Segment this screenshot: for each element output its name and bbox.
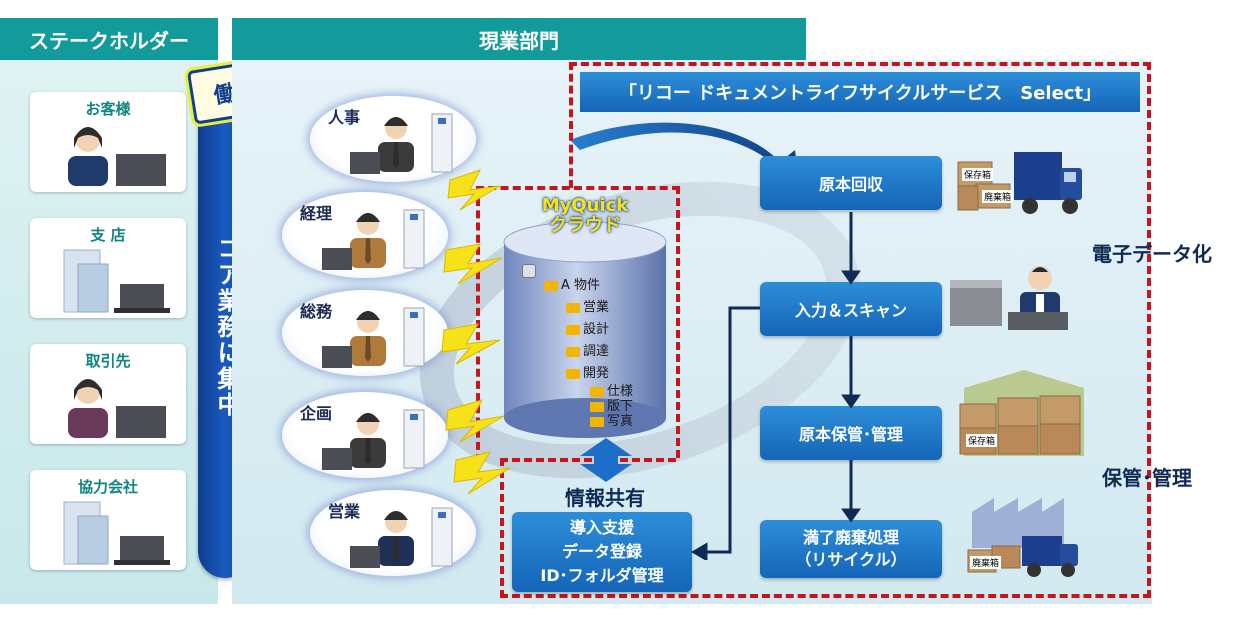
- tree-node-label: 調達: [583, 344, 610, 359]
- office-worker-icon: [322, 409, 425, 470]
- scanner-icon: [950, 266, 1068, 330]
- cloud-title-line2: クラウド: [549, 215, 621, 236]
- tree-leaf: 仕様: [590, 380, 633, 399]
- truck-illustration: 保存箱 廃棄箱: [956, 140, 1086, 224]
- step-disposal: 満了廃棄処理 （リサイクル）: [760, 520, 942, 578]
- support-frame-top: [500, 458, 676, 462]
- tree-leaf-label: 写真: [607, 414, 634, 429]
- stakeholder-card-label: 支 店: [90, 226, 126, 244]
- step-disposal-line1: 満了廃棄処理: [802, 528, 899, 547]
- digitize-label: 電子データ化: [1092, 242, 1212, 266]
- scanner-illustration: [948, 262, 1074, 334]
- box-tag: 保存箱: [962, 168, 994, 181]
- folder-tree: A 物件 営業 設計 調達 開発 仕様 版下 写真: [518, 264, 658, 429]
- stakeholder-card: 支 店: [30, 218, 186, 318]
- step-collect: 原本回収: [760, 156, 942, 210]
- dept-bubble-label: 企画: [300, 404, 333, 423]
- step-storage: 原本保管･管理: [760, 406, 942, 460]
- folder-icon: [590, 401, 604, 412]
- tree-node: 開発: [566, 362, 609, 381]
- folder-icon: [590, 416, 604, 427]
- flow-arrows: [691, 212, 861, 560]
- office-worker-icon: [322, 209, 425, 270]
- step-disposal-line2: （リサイクル）: [795, 550, 907, 569]
- truck-icon: [957, 152, 1082, 214]
- folder-icon: [566, 302, 580, 313]
- tree-leaf: 写真: [590, 410, 633, 429]
- tree-node-label: 開発: [583, 366, 610, 381]
- folder-icon: [566, 368, 580, 379]
- folder-icon: [590, 386, 604, 397]
- dept-bubble-label: 総務: [300, 302, 333, 321]
- tree-leaf: 版下: [590, 395, 633, 414]
- tree-root-label: A 物件: [561, 278, 601, 293]
- building-icon: [63, 501, 170, 565]
- service-frame-top-left: [569, 62, 573, 188]
- tree-leaf-label: 版下: [607, 399, 634, 414]
- dept-header: 現業部門: [232, 18, 806, 60]
- cloud-title: MyQuick クラウド: [500, 196, 670, 236]
- tree-node-label: 設計: [583, 322, 610, 337]
- tree-node: 営業: [566, 296, 609, 315]
- box-tag: 保存箱: [966, 434, 998, 447]
- folder-icon: [566, 324, 580, 335]
- dept-bubble-label: 営業: [328, 502, 361, 521]
- cloud-frame-right: [676, 186, 680, 458]
- dept-bubble-label: 経理: [300, 204, 333, 223]
- warehouse-illustration: 保存箱: [958, 368, 1088, 460]
- office-worker-icon: [350, 113, 453, 174]
- tree-leaf-label: 仕様: [607, 384, 634, 399]
- tree-node-label: 営業: [583, 300, 610, 315]
- folder-icon: [544, 280, 558, 291]
- share-double-arrow: [580, 438, 632, 482]
- service-title: 「リコー ドキュメントライフサイクルサービス Select」: [580, 72, 1140, 112]
- dept-bubble: 人事: [310, 96, 476, 182]
- db-icon: [522, 264, 536, 278]
- stakeholder-card: 取引先: [30, 344, 186, 444]
- stakeholder-card: お客様: [30, 92, 186, 192]
- office-worker-icon: [350, 507, 453, 568]
- support-line2: データ登録: [561, 542, 642, 561]
- office-worker-icon: [322, 307, 425, 368]
- step-scan: 入力＆スキャン: [760, 282, 942, 336]
- dept-bubble: 総務: [282, 290, 448, 376]
- lightning-bolts: [441, 169, 511, 495]
- support-line1: 導入支援: [569, 518, 634, 537]
- person-icon: [68, 379, 166, 438]
- dept-bubble: 企画: [282, 392, 448, 478]
- person-icon: [68, 127, 166, 186]
- building-icon: [63, 249, 170, 313]
- share-label: 情報共有: [565, 486, 645, 510]
- storage-label: 保管･管理: [1102, 466, 1192, 490]
- tree-node: 調達: [566, 340, 609, 359]
- service-frame: [569, 62, 1151, 598]
- stakeholder-card-label: 協力会社: [77, 478, 138, 496]
- tree-node: 設計: [566, 318, 609, 337]
- stakeholder-header: ステークホルダー: [0, 18, 218, 60]
- folder-icon: [566, 346, 580, 357]
- dept-bubble-label: 人事: [328, 108, 361, 127]
- stakeholder-card-label: お客様: [85, 100, 131, 118]
- stakeholder-card-label: 取引先: [85, 352, 131, 370]
- stakeholder-card: 協力会社: [30, 470, 186, 570]
- box-tag: 廃棄箱: [982, 190, 1014, 203]
- cloud-title-line1: MyQuick: [541, 195, 629, 216]
- tree-root: A 物件: [544, 274, 600, 293]
- support-frame: [500, 458, 1151, 598]
- factory-illustration: 廃棄箱: [964, 488, 1084, 584]
- dept-bubble: 営業: [310, 490, 476, 576]
- factory-icon: [967, 498, 1078, 577]
- support-box: 導入支援 データ登録 ID･フォルダ管理: [512, 512, 692, 592]
- dept-bubble: 経理: [282, 192, 448, 278]
- box-tag: 廃棄箱: [970, 556, 1002, 569]
- support-line3: ID･フォルダ管理: [540, 566, 664, 585]
